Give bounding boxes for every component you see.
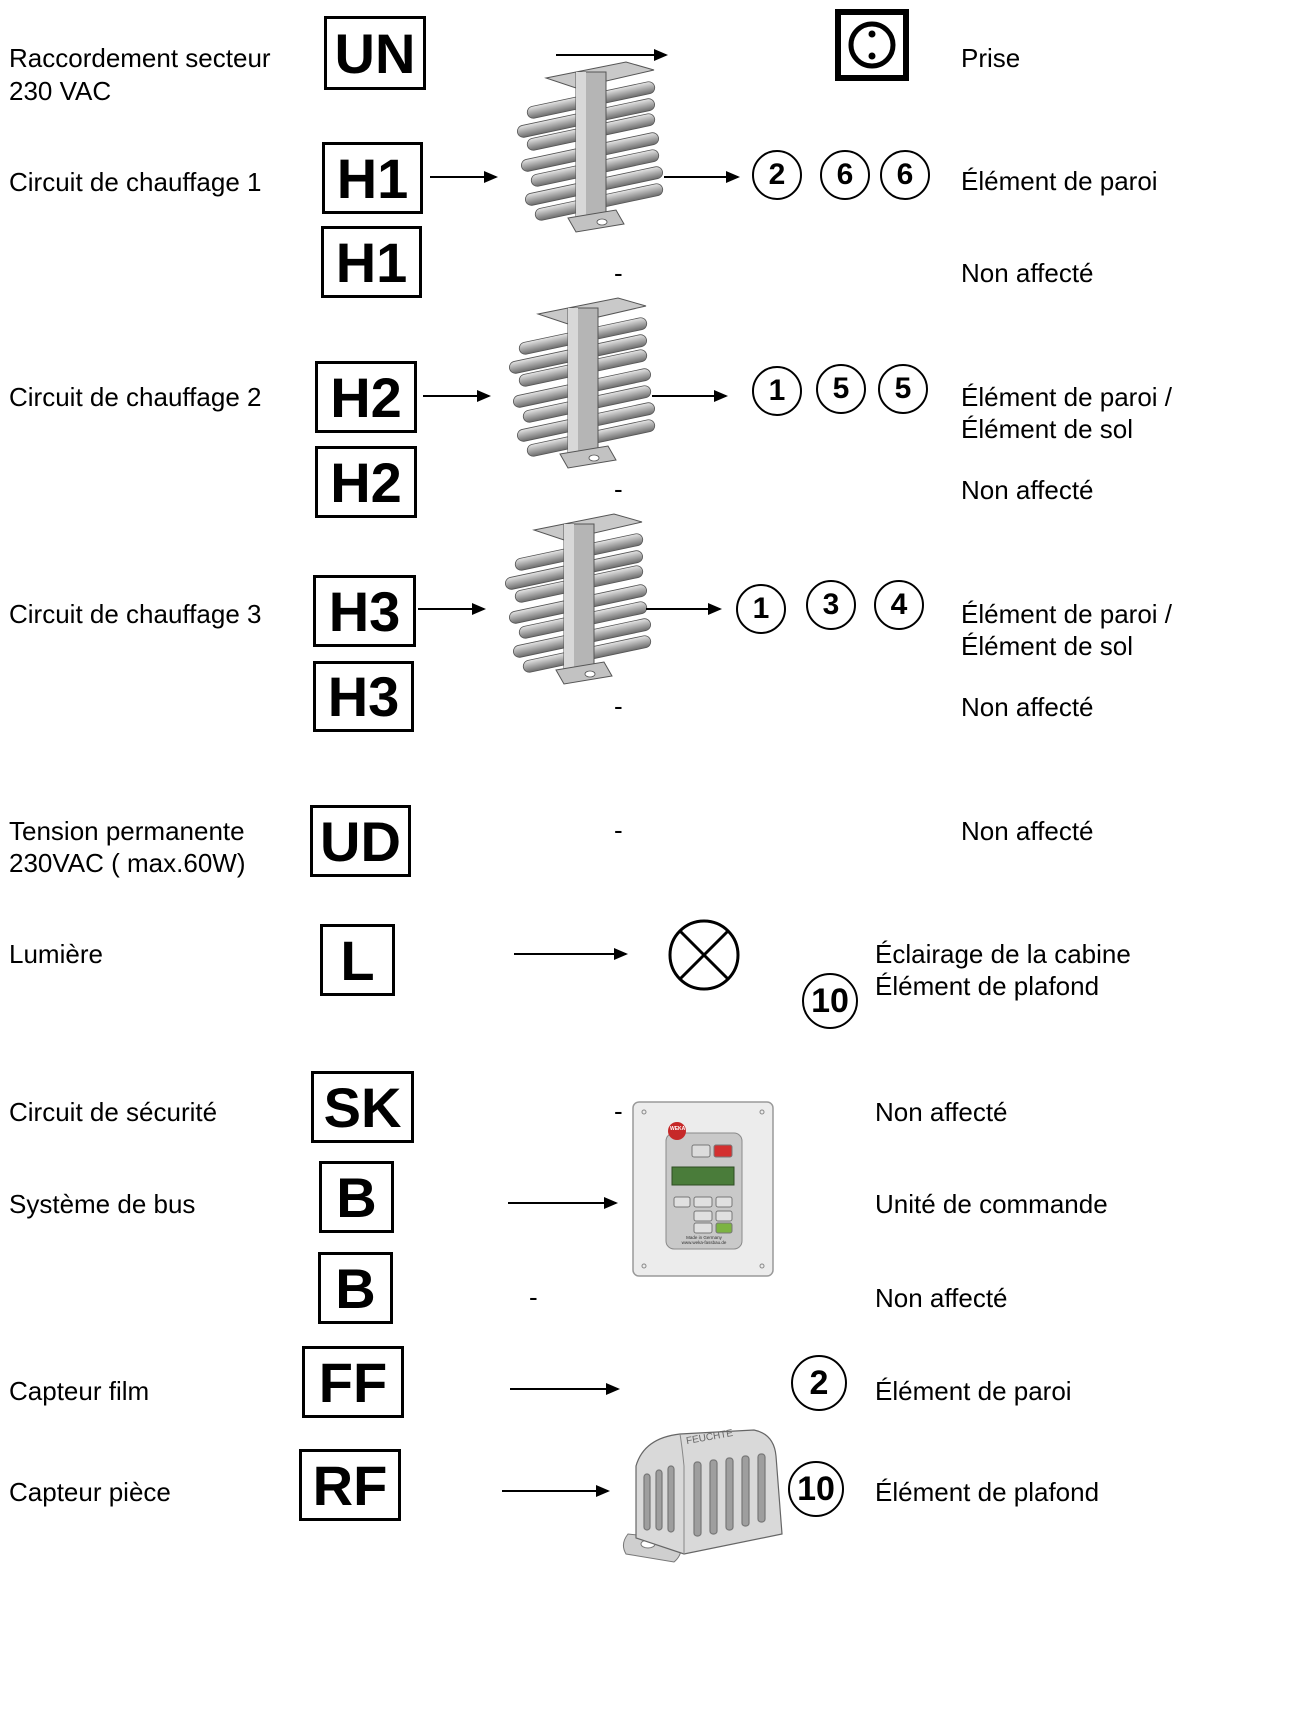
- element-number: 2: [791, 1355, 847, 1411]
- control-unit-footer-line2: www.weka-fassbau.de: [681, 1240, 727, 1245]
- row-l-target-line1: Éclairage de la cabine: [875, 939, 1131, 969]
- arrow-h2-out: [652, 390, 728, 402]
- row-h2-target-line2: Élément de sol: [961, 414, 1133, 444]
- row-b-label: Système de bus: [9, 1189, 196, 1219]
- element-number: 1: [752, 366, 802, 416]
- element-number: 2: [752, 150, 802, 200]
- code-h3: H3: [313, 575, 416, 647]
- element-number: 5: [816, 364, 866, 414]
- code-h3-unassigned: H3: [313, 661, 414, 732]
- arrow-l: [514, 948, 628, 960]
- element-number: 6: [820, 150, 870, 200]
- element-number: 1: [736, 584, 786, 634]
- row-sk-label: Circuit de sécurité: [9, 1097, 218, 1127]
- row-h3-target-line2: Élément de sol: [961, 631, 1133, 661]
- connector-block-icon: [498, 296, 663, 471]
- row-h2-target-line1: Élément de paroi /: [961, 382, 1173, 412]
- arrow-h3-out: [646, 603, 722, 615]
- control-unit-footer-line1: Made in Germany: [686, 1235, 722, 1240]
- arrow-h3-in: [418, 603, 486, 615]
- code-h2: H2: [315, 361, 417, 433]
- code-h1: H1: [322, 142, 423, 214]
- row-h3-label: Circuit de chauffage 3: [9, 599, 262, 629]
- row-h3-target-line1: Élément de paroi /: [961, 599, 1173, 629]
- code-b-unassigned: B: [318, 1252, 393, 1324]
- element-number: 6: [880, 150, 930, 200]
- code-ud: UD: [310, 805, 411, 877]
- code-h1-unassigned: H1: [321, 226, 422, 298]
- row-un-target: Prise: [961, 43, 1021, 73]
- socket-icon: [835, 9, 909, 81]
- lamp-icon: [667, 918, 741, 992]
- connector-block-icon: [506, 60, 671, 235]
- row-h1-label: Circuit de chauffage 1: [9, 167, 262, 197]
- row-ud-target: Non affecté: [961, 816, 1094, 846]
- dash: -: [614, 258, 623, 288]
- row-rf-label: Capteur pièce: [9, 1477, 171, 1507]
- code-l: L: [320, 924, 395, 996]
- dash: -: [614, 474, 623, 504]
- row-sk-target: Non affecté: [875, 1097, 1008, 1127]
- row-l-label: Lumière: [9, 939, 103, 969]
- control-unit-icon: WEKA Made in Germany www.weka-fassbau.de: [632, 1101, 774, 1277]
- humidity-sensor-icon: FEUCHTE: [614, 1426, 794, 1566]
- row-rf-target: Élément de plafond: [875, 1477, 1100, 1507]
- connector-block-icon: [494, 512, 659, 687]
- dash: -: [529, 1282, 538, 1312]
- element-number: 5: [878, 364, 928, 414]
- code-ff: FF: [302, 1346, 404, 1418]
- element-number: 10: [802, 973, 858, 1029]
- dash: -: [614, 691, 623, 721]
- arrow-rf: [502, 1485, 610, 1497]
- row-ff-target: Élément de paroi: [875, 1376, 1072, 1406]
- row-bb-target: Non affecté: [875, 1283, 1008, 1313]
- arrow-b: [508, 1197, 618, 1209]
- element-number: 4: [874, 580, 924, 630]
- row-un-label-line1: Raccordement secteur: [9, 43, 271, 73]
- arrow-h2-in: [423, 390, 491, 402]
- arrow-h1-in: [430, 171, 498, 183]
- row-l-target-line2: Élément de plafond: [875, 971, 1100, 1001]
- row-h1-target: Élément de paroi: [961, 166, 1158, 196]
- element-number: 3: [806, 580, 856, 630]
- row-un-label-line2: 230 VAC: [9, 76, 112, 106]
- dash: -: [614, 1096, 623, 1126]
- row-h3b-target: Non affecté: [961, 692, 1094, 722]
- row-ff-label: Capteur film: [9, 1376, 150, 1406]
- code-b: B: [319, 1161, 394, 1233]
- row-ud-label-line2: 230VAC ( max.60W): [9, 848, 246, 878]
- arrow-h1-out: [664, 171, 740, 183]
- code-sk: SK: [311, 1071, 414, 1143]
- control-unit-brand: WEKA: [670, 1126, 686, 1132]
- arrow-un: [556, 49, 668, 61]
- dash: -: [614, 815, 623, 845]
- code-un: UN: [324, 16, 426, 90]
- row-ud-label-line1: Tension permanente: [9, 816, 245, 846]
- code-rf: RF: [299, 1449, 401, 1521]
- arrow-ff: [510, 1383, 620, 1395]
- element-number: 10: [788, 1461, 844, 1517]
- row-h1b-target: Non affecté: [961, 258, 1094, 288]
- row-h2b-target: Non affecté: [961, 475, 1094, 505]
- code-h2-unassigned: H2: [315, 446, 417, 518]
- row-b-target: Unité de commande: [875, 1189, 1108, 1219]
- row-h2-label: Circuit de chauffage 2: [9, 382, 262, 412]
